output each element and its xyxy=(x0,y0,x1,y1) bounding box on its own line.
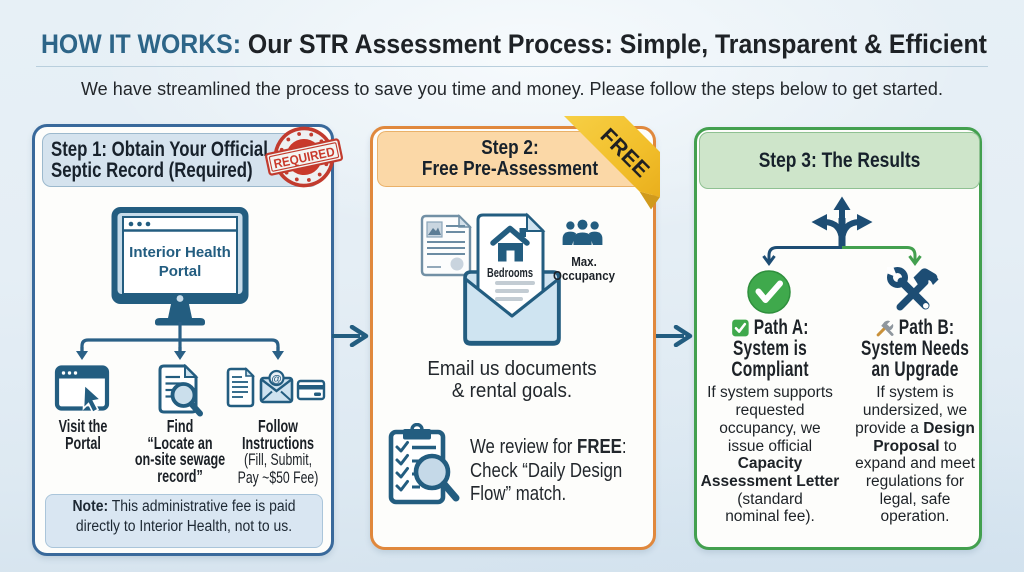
svg-text:Interior Health: Interior Health xyxy=(129,244,231,261)
svg-text:Portal: Portal xyxy=(159,263,202,280)
svg-text:Bedrooms: Bedrooms xyxy=(487,266,533,280)
svg-text:@: @ xyxy=(271,373,281,385)
